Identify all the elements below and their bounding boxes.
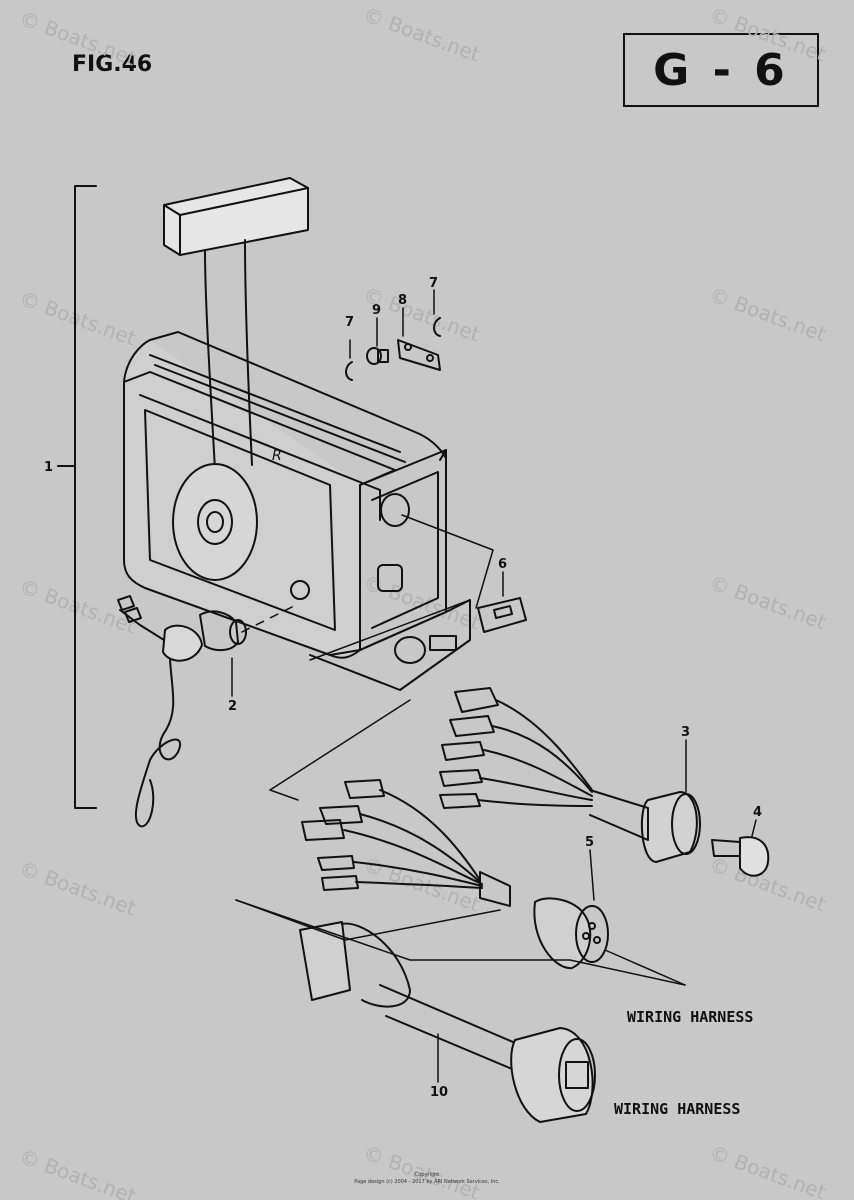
wiring-harness-label-lower: WIRING HARNESS bbox=[614, 1100, 741, 1118]
part-number-4: 4 bbox=[753, 805, 762, 820]
watermark: © Boats.net bbox=[360, 2, 483, 66]
part-number-2: 2 bbox=[228, 699, 237, 714]
page-code-box: G - 6 bbox=[623, 33, 819, 107]
part-number-3: 3 bbox=[681, 725, 690, 740]
part-number-7-left: 7 bbox=[345, 315, 354, 330]
part-number-6: 6 bbox=[498, 557, 507, 572]
part-number-10: 10 bbox=[430, 1085, 448, 1100]
part-number-7-right: 7 bbox=[429, 276, 438, 291]
emergency-stop-switch bbox=[117, 595, 297, 828]
wiring-harness-5 bbox=[301, 779, 609, 970]
copyright-line-2: Page design (c) 2004 - 2017 by ARI Netwo… bbox=[354, 1179, 500, 1185]
wiring-harness-10 bbox=[299, 921, 596, 1123]
copyright-line-1: Copyright bbox=[414, 1172, 440, 1178]
part-number-9: 9 bbox=[372, 303, 381, 318]
copyright-notice: Copyright Page design (c) 2004 - 2017 by… bbox=[0, 1172, 854, 1186]
watermark: © Boats.net bbox=[706, 1140, 829, 1200]
watermark: © Boats.net bbox=[360, 1140, 483, 1200]
part-numbers: 1 2 3 4 5 6 7 7 8 9 10 bbox=[44, 276, 762, 1100]
plate-6 bbox=[401, 514, 527, 633]
watermark: © Boats.net bbox=[16, 286, 139, 350]
wiring-harness-label-upper: WIRING HARNESS bbox=[627, 1008, 754, 1026]
watermark: © Boats.net bbox=[706, 570, 829, 634]
leader-lines bbox=[235, 599, 686, 986]
watermark: © Boats.net bbox=[706, 282, 829, 346]
watermark: © Boats.net bbox=[16, 856, 139, 920]
part-number-8: 8 bbox=[398, 293, 407, 308]
watermark: © Boats.net bbox=[706, 2, 829, 66]
pin-9 bbox=[366, 317, 389, 365]
link-8 bbox=[397, 307, 441, 371]
watermark: © Boats.net bbox=[16, 6, 139, 70]
main-switch-3 bbox=[439, 687, 701, 863]
key-4 bbox=[711, 819, 770, 877]
shift-lever bbox=[163, 177, 309, 581]
clip-7-left bbox=[345, 339, 353, 381]
page-code: G - 6 bbox=[653, 44, 789, 96]
shift-lever-mark: R bbox=[272, 448, 282, 464]
clip-7-right bbox=[433, 289, 441, 337]
figure-label: FIG.46 bbox=[72, 52, 153, 77]
part-number-1: 1 bbox=[44, 460, 53, 475]
part-number-5: 5 bbox=[585, 835, 594, 850]
assembly-bracket bbox=[57, 185, 97, 809]
